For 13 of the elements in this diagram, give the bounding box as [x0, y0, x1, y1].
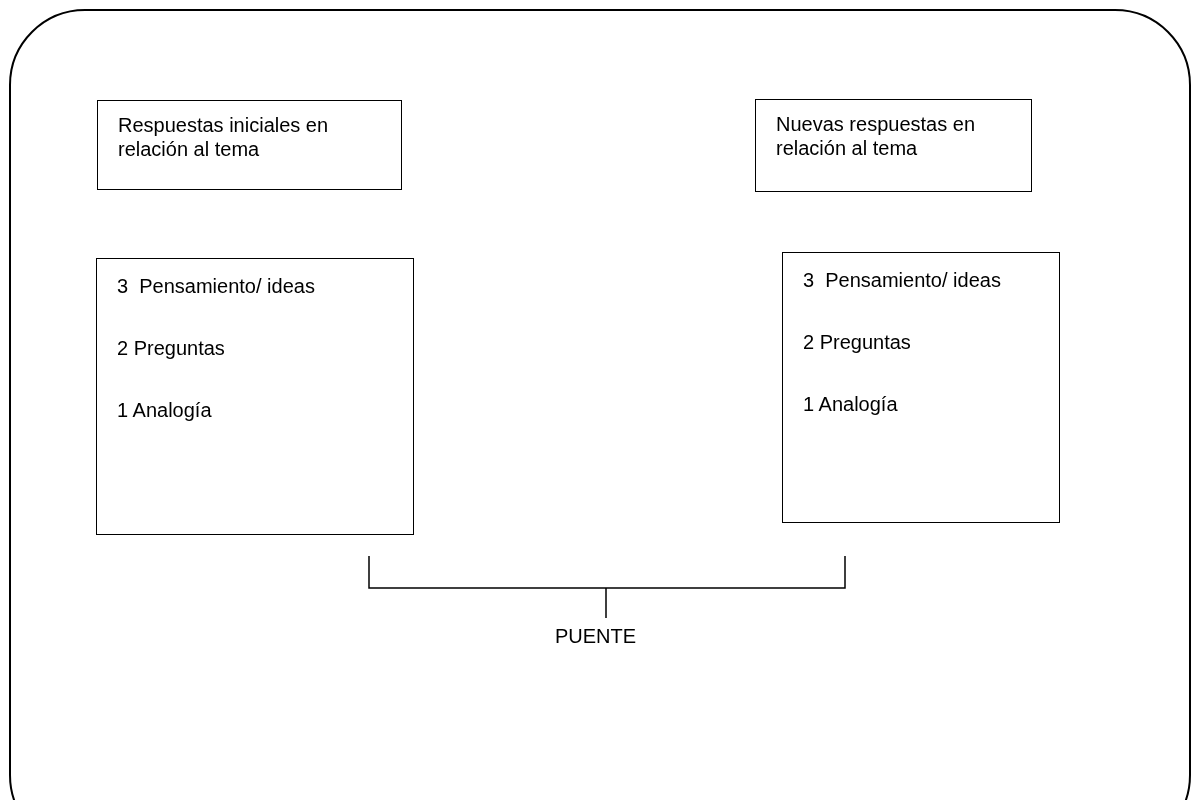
list-item: 3 Pensamiento/ ideas	[803, 268, 1001, 292]
list-item: 1 Analogía	[803, 392, 898, 416]
box-text: Nuevas respuestas en relación al tema	[776, 112, 976, 160]
bracket-label: PUENTE	[555, 624, 637, 648]
box-text: Respuestas iniciales en relación al tema	[118, 113, 330, 161]
list-box	[782, 252, 1060, 523]
list-item: 1 Analogía	[117, 398, 212, 422]
list-item: 2 Preguntas	[117, 336, 225, 360]
text-box	[755, 99, 1032, 192]
list-item: 2 Preguntas	[803, 330, 911, 354]
list-box	[96, 258, 414, 535]
list-item: 3 Pensamiento/ ideas	[117, 274, 315, 298]
text-box	[97, 100, 402, 190]
